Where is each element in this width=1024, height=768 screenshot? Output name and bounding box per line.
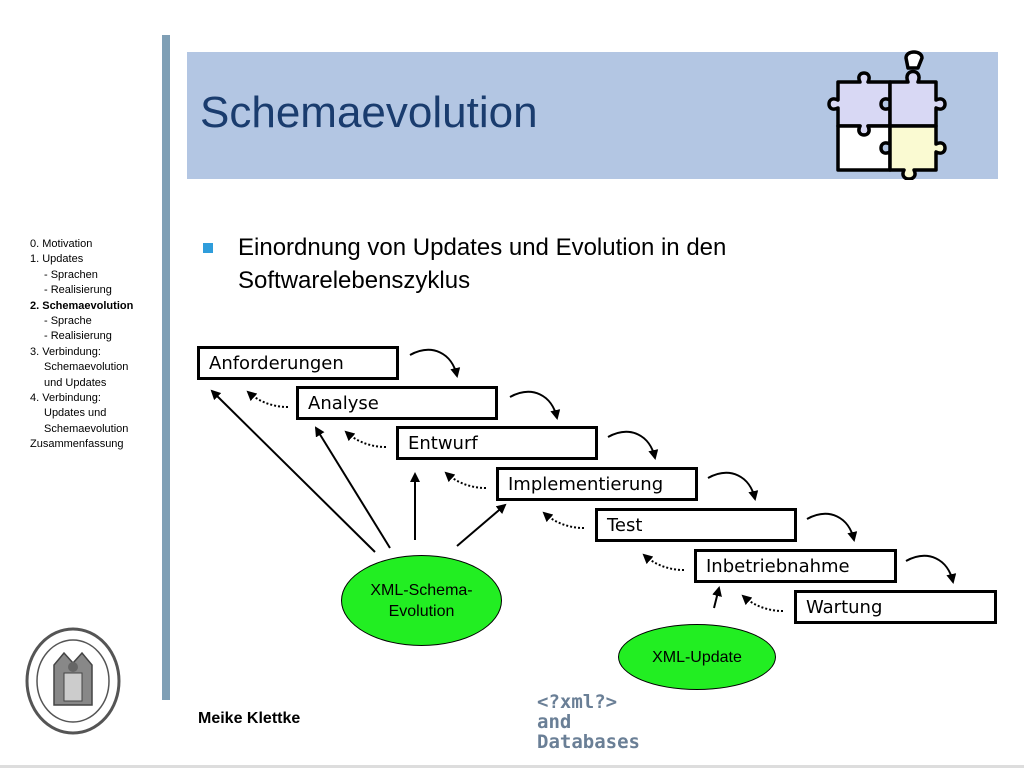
toc-item[interactable]: 3. Verbindung: bbox=[30, 345, 101, 358]
table-of-contents: 0. Motivation 1. Updates - Sprachen - Re… bbox=[30, 237, 133, 453]
logo-line: Databases bbox=[537, 731, 640, 753]
university-seal-logo bbox=[25, 627, 121, 735]
toc-item-active[interactable]: 2. Schemaevolution bbox=[30, 299, 134, 312]
toc-item[interactable]: und Updates bbox=[44, 376, 107, 389]
ellipse-label: XML-Update bbox=[652, 648, 742, 666]
toc-item[interactable]: - Realisierung bbox=[44, 284, 112, 297]
logo-line: <?xml?> bbox=[537, 691, 618, 713]
xml-update-ellipse: XML-Update bbox=[618, 624, 776, 690]
ellipse-label: XML-Schema-Evolution bbox=[370, 581, 473, 620]
phase-box: Wartung bbox=[794, 590, 997, 624]
toc-item[interactable]: Zusammenfassung bbox=[30, 438, 124, 451]
phase-box: Test bbox=[595, 508, 797, 542]
toc-item[interactable]: Schemaevolution bbox=[44, 422, 129, 435]
phase-box: Inbetriebnahme bbox=[694, 549, 897, 583]
phase-box: Implementierung bbox=[496, 467, 698, 501]
toc-item[interactable]: 4. Verbindung: bbox=[30, 392, 101, 405]
bottom-divider bbox=[0, 765, 1024, 768]
toc-item[interactable]: Schemaevolution bbox=[44, 361, 129, 374]
puzzle-icon bbox=[827, 50, 947, 180]
logo-line: and bbox=[537, 711, 572, 733]
phase-box: Anforderungen bbox=[197, 346, 399, 380]
toc-item[interactable]: Updates und bbox=[44, 407, 107, 420]
left-vertical-bar bbox=[162, 35, 170, 700]
toc-item[interactable]: - Realisierung bbox=[44, 330, 112, 343]
bullet-marker bbox=[203, 243, 213, 253]
xml-schema-evolution-ellipse: XML-Schema-Evolution bbox=[341, 555, 502, 646]
toc-item[interactable]: - Sprachen bbox=[44, 268, 98, 281]
toc-item[interactable]: 1. Updates bbox=[30, 253, 84, 266]
toc-item[interactable]: - Sprache bbox=[44, 315, 92, 328]
phase-box: Entwurf bbox=[396, 426, 598, 460]
slide-title: Schemaevolution bbox=[200, 88, 538, 137]
toc-item[interactable]: 0. Motivation bbox=[30, 238, 93, 250]
bullet-text: Einordnung von Updates und Evolution in … bbox=[238, 234, 727, 294]
phase-box: Analyse bbox=[296, 386, 498, 420]
author-name: Meike Klettke bbox=[198, 710, 301, 727]
